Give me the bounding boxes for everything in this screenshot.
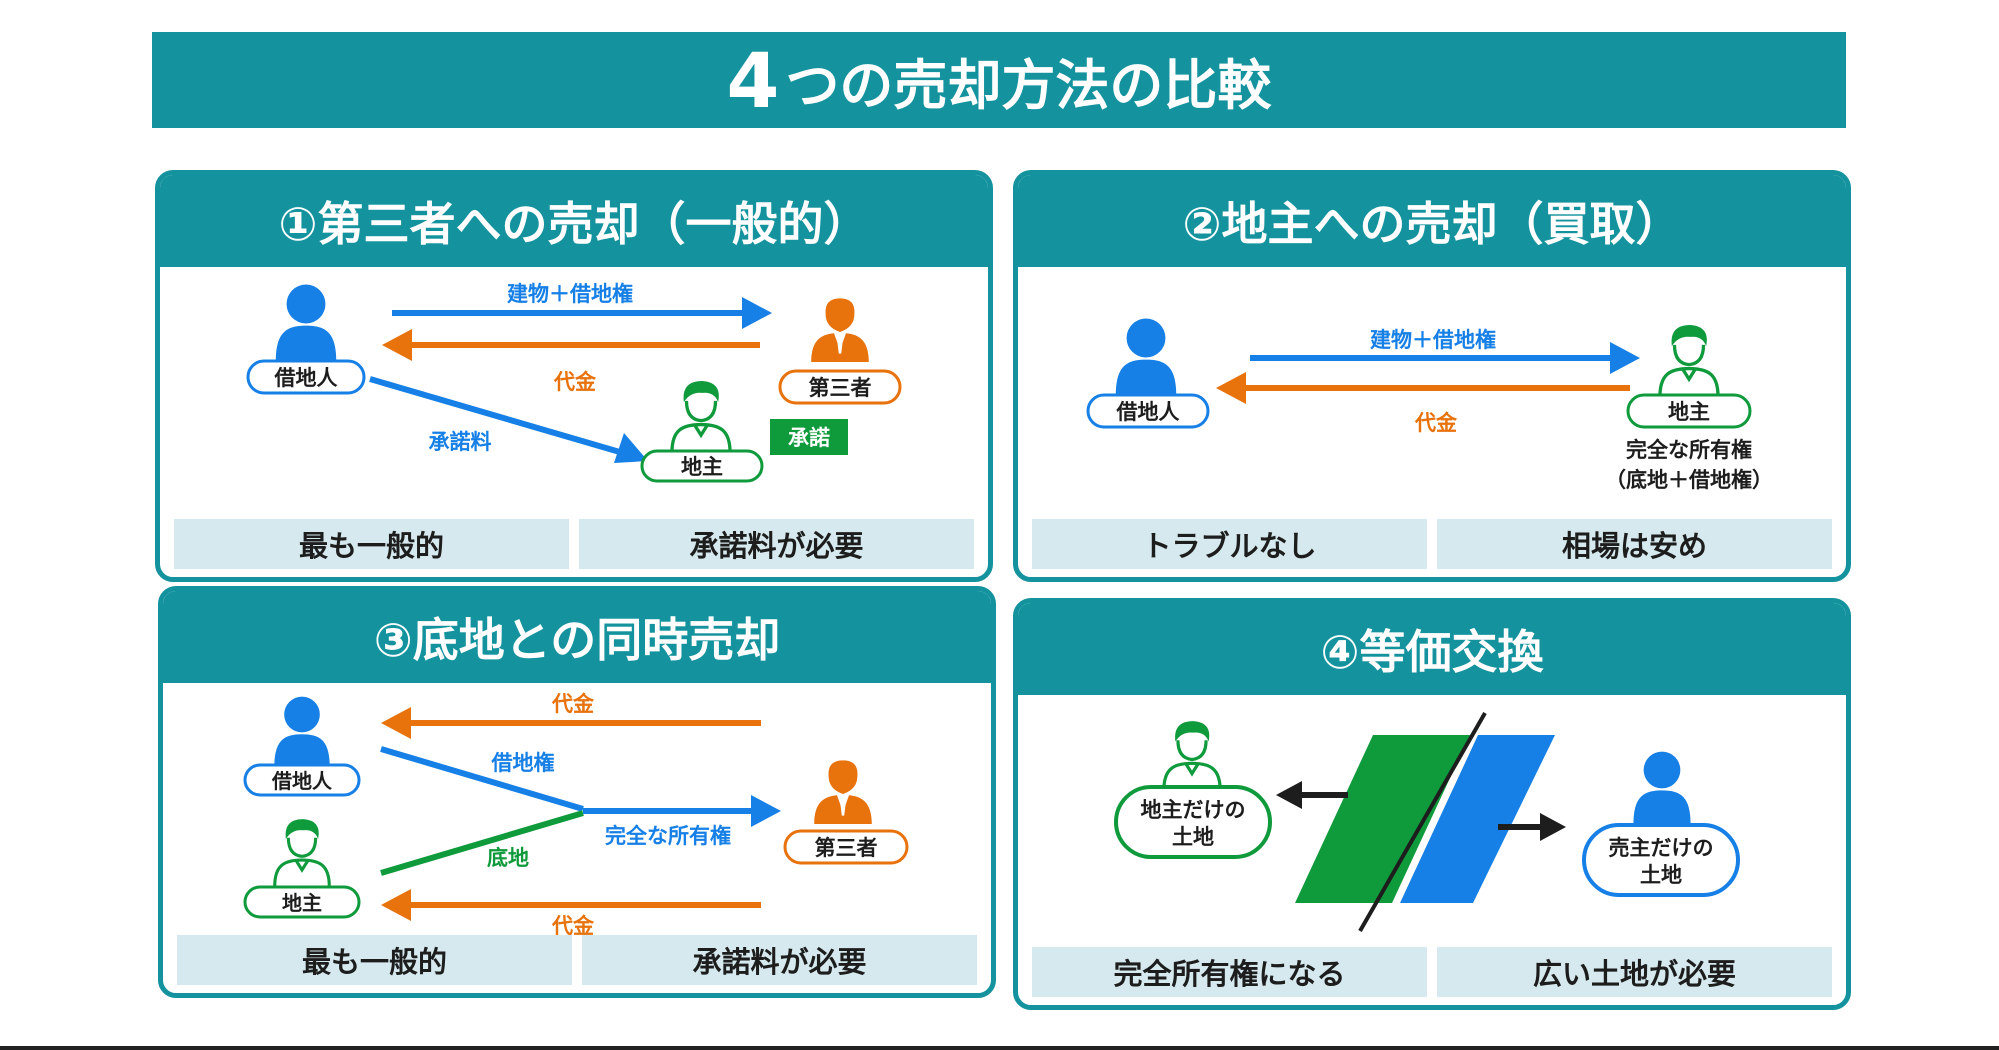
arrow-label-building-leasehold: 建物＋借地権 xyxy=(507,282,633,306)
panel-title: ③底地との同時売却 xyxy=(163,591,991,683)
seller-icon xyxy=(1633,751,1691,825)
landlord-land-label-1: 地主だけの xyxy=(1141,798,1246,822)
landlord-label: 地主 xyxy=(282,891,322,915)
consent-badge-label: 承諾 xyxy=(788,426,830,450)
tenant-label: 借地人 xyxy=(271,769,333,793)
landlord-label: 地主 xyxy=(1668,400,1710,424)
footer-demerit: 相場は安め xyxy=(1437,519,1832,569)
arrow-to-landlord xyxy=(1276,781,1348,809)
panel-equivalent-exchange: ④等価交換 地主だけの 土地 売主だけの 土地 完全所有権になる 広い土地が必要 xyxy=(1013,598,1851,1010)
arrow-payment-top xyxy=(381,707,761,739)
line-label-leasehold: 借地権 xyxy=(491,751,555,775)
footer-demerit: 広い土地が必要 xyxy=(1437,947,1832,997)
full-ownership-note: 完全な所有権 xyxy=(1626,438,1752,462)
panel-third-party-sale: ①第三者への売却（一般的） 建物＋借地権 代金 承諾料 借地人 第三者 地主 承… xyxy=(155,170,993,582)
footer-demerit: 承諾料が必要 xyxy=(579,519,974,569)
seller-land-label-2: 土地 xyxy=(1640,863,1682,887)
diagram-landlord-sale: 建物＋借地権 代金 借地人 地主 完全な所有権 （底地＋借地権） xyxy=(1086,318,1773,492)
arrow-label-full-ownership: 完全な所有権 xyxy=(605,824,731,848)
line-leasehold xyxy=(380,746,584,812)
line-label-land: 底地 xyxy=(487,846,529,870)
tenant-icon xyxy=(1115,318,1177,396)
footer-demerit: 承諾料が必要 xyxy=(582,935,977,985)
buyer-label: 第三者 xyxy=(809,376,872,400)
arrow-building-leasehold xyxy=(1250,342,1640,374)
landlord-icon xyxy=(273,817,331,887)
arrow-building-leasehold xyxy=(392,297,772,329)
footer-merit: 最も一般的 xyxy=(174,519,569,569)
panel-footer: 完全所有権になる 広い土地が必要 xyxy=(1032,947,1832,997)
footer-merit: トラブルなし xyxy=(1032,519,1427,569)
footer-merit: 最も一般的 xyxy=(177,935,572,985)
landlord-icon xyxy=(1658,323,1720,397)
arrow-payment xyxy=(1216,372,1630,404)
diagram-simultaneous-sale: 代金 借地権 底地 完全な所有権 代金 借地人 地主 第三者 xyxy=(243,692,909,938)
arrow-label-payment: 代金 xyxy=(553,370,597,394)
full-ownership-detail: （底地＋借地権） xyxy=(1605,468,1773,492)
arrow-label-payment-top: 代金 xyxy=(551,692,595,716)
arrow-label-payment-bottom: 代金 xyxy=(551,914,595,938)
arrow-payment-bottom xyxy=(381,889,761,921)
buyer-icon xyxy=(814,760,872,824)
diagram-equivalent-exchange: 地主だけの 土地 売主だけの 土地 xyxy=(1114,712,1740,932)
landlord-land-label-2: 土地 xyxy=(1172,825,1214,849)
panel-footer: 最も一般的 承諾料が必要 xyxy=(174,519,974,569)
tenant-label: 借地人 xyxy=(274,366,338,390)
footer-merit: 完全所有権になる xyxy=(1032,947,1427,997)
arrow-label-payment: 代金 xyxy=(1414,411,1458,435)
arrow-full-ownership xyxy=(583,795,781,827)
panel-title: ②地主への売却（買取） xyxy=(1018,175,1846,267)
panel-simultaneous-sale: ③底地との同時売却 代金 借地権 底地 完全な所有権 代金 借地人 地主 第三者 xyxy=(158,586,996,998)
bottom-rule xyxy=(0,1046,1999,1050)
arrow-payment xyxy=(382,329,760,361)
line-land xyxy=(380,810,584,876)
panel-footer: 最も一般的 承諾料が必要 xyxy=(177,935,977,985)
arrow-to-seller xyxy=(1498,813,1566,841)
panel-title: ④等価交換 xyxy=(1018,603,1846,695)
page-title: 4 つの売却方法の比較 xyxy=(152,32,1846,128)
diagram-third-party-sale: 建物＋借地権 代金 承諾料 借地人 第三者 地主 承諾 xyxy=(246,282,902,483)
panel-title: ①第三者への売却（一般的） xyxy=(160,175,988,267)
landlord-label: 地主 xyxy=(681,455,723,479)
panel-footer: トラブルなし 相場は安め xyxy=(1032,519,1832,569)
tenant-label: 借地人 xyxy=(1116,400,1180,424)
landlord-icon xyxy=(1162,719,1222,791)
seller-land-shape xyxy=(1400,735,1555,903)
arrow-label-consent-fee: 承諾料 xyxy=(429,430,492,454)
seller-land-label-1: 売主だけの xyxy=(1609,836,1714,860)
panel-landlord-sale: ②地主への売却（買取） 建物＋借地権 代金 借地人 地主 完全な所有権 （底地＋… xyxy=(1013,170,1851,582)
arrow-label-building-leasehold: 建物＋借地権 xyxy=(1370,328,1496,352)
arrow-consent-fee xyxy=(369,376,648,463)
buyer-icon xyxy=(811,298,869,362)
title-text: つの売却方法の比較 xyxy=(785,53,1272,117)
buyer-label: 第三者 xyxy=(815,836,878,860)
tenant-icon xyxy=(274,696,330,768)
landlord-icon xyxy=(670,379,732,453)
tenant-icon xyxy=(275,284,337,362)
consent-badge xyxy=(770,419,848,455)
split-line xyxy=(1358,712,1487,932)
landlord-land-shape xyxy=(1295,735,1470,903)
title-number: 4 xyxy=(726,35,780,125)
